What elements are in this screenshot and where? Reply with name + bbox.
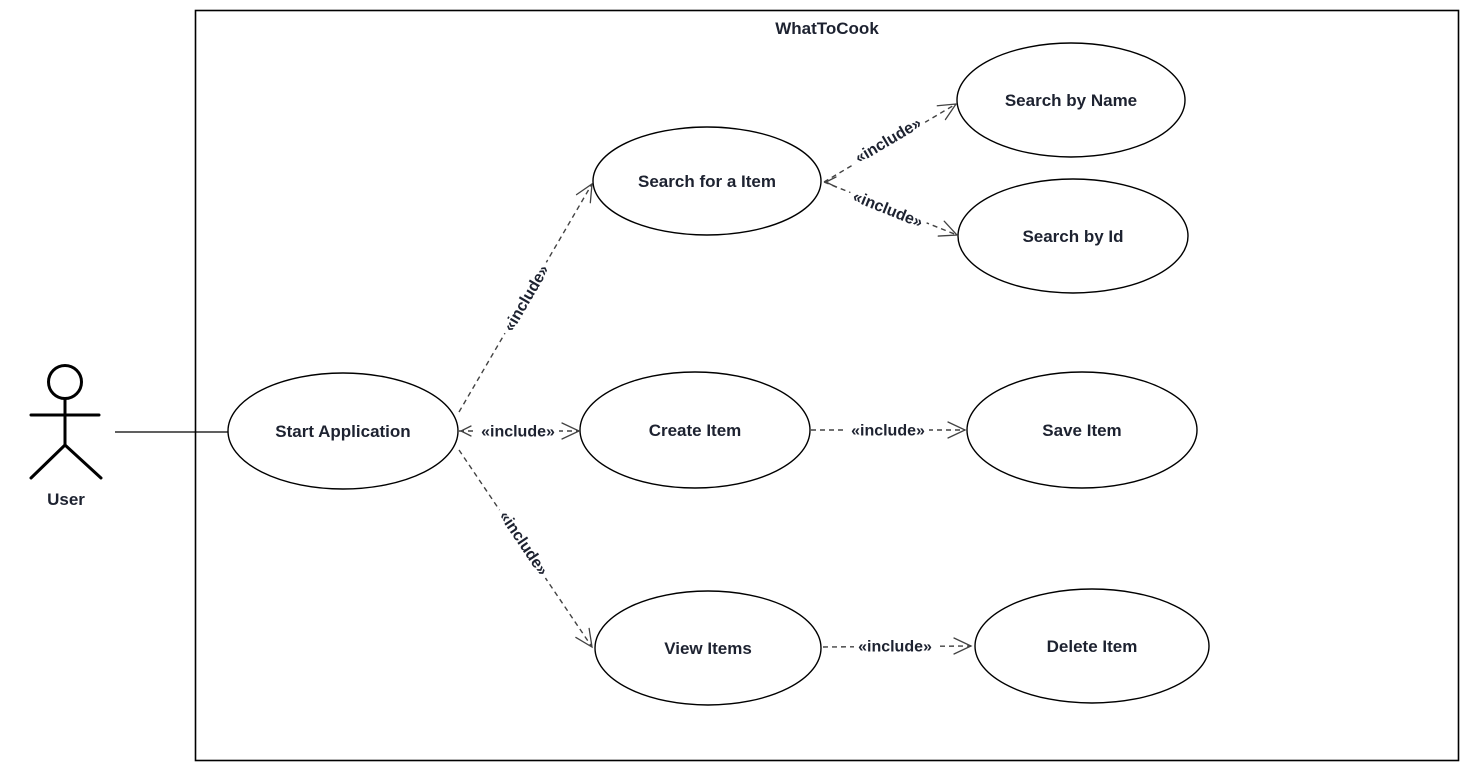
edge-label-bg xyxy=(854,636,936,656)
arrowhead-icon xyxy=(575,182,593,204)
usecase-label: Start Application xyxy=(275,422,410,441)
usecase-label: Search by Id xyxy=(1022,227,1123,246)
edge-label: «include» xyxy=(847,420,929,440)
usecase-ellipse xyxy=(594,590,822,706)
usecase-search-by-name: Search by Name xyxy=(956,42,1186,158)
usecase-label: Search for a Item xyxy=(638,172,776,191)
edge-label-bg xyxy=(492,503,556,583)
usecase-ellipse xyxy=(956,42,1186,158)
usecase-delete-item: Delete Item xyxy=(974,588,1210,704)
usecase-ellipse xyxy=(957,178,1189,294)
edge-line xyxy=(823,181,958,236)
usecase-label: Save Item xyxy=(1042,421,1121,440)
usecase-label: Search by Name xyxy=(1005,91,1137,110)
back-arrowhead-icon xyxy=(459,425,472,437)
usecase-ellipse xyxy=(227,372,459,490)
include-edge-view-items-delete-item: «include» xyxy=(822,636,973,656)
actor-head xyxy=(47,364,83,400)
usecase-ellipse xyxy=(592,126,822,236)
arrowhead-icon xyxy=(936,103,958,121)
edge-label: «include» xyxy=(854,636,936,656)
include-label: «include» xyxy=(481,424,555,441)
usecase-save-item: Save Item xyxy=(966,371,1198,489)
actor-left-leg xyxy=(29,443,67,480)
edge-label: «include» xyxy=(477,421,559,441)
arrowhead-icon xyxy=(575,627,593,649)
include-edge-create-item-save-item: «include» xyxy=(811,420,967,440)
usecase-label: Delete Item xyxy=(1047,637,1138,656)
system-title: WhatToCook xyxy=(775,19,879,38)
actor-label: User xyxy=(47,490,85,509)
actor-right-leg xyxy=(63,443,103,480)
edge-label-bg xyxy=(496,257,556,339)
actor-user: User xyxy=(29,364,103,509)
include-edge-start-application-create-item: «include» xyxy=(459,421,581,441)
usecase-label: View Items xyxy=(664,639,752,658)
usecase-label: Create Item xyxy=(649,421,742,440)
edge-label-bg xyxy=(847,110,929,170)
edge-label-bg xyxy=(477,421,559,441)
usecase-ellipse xyxy=(579,371,811,489)
include-label: «include» xyxy=(858,639,932,656)
arrowhead-icon xyxy=(947,421,967,439)
arrowhead-icon xyxy=(561,422,581,440)
usecase-view-items: View Items xyxy=(594,590,822,706)
usecase-ellipse xyxy=(966,371,1198,489)
usecase-create-item: Create Item xyxy=(579,371,811,489)
usecase-start-application: Start Application xyxy=(227,372,459,490)
edge-label-bg xyxy=(847,420,929,440)
usecase-search-by-id: Search by Id xyxy=(957,178,1189,294)
arrowhead-icon xyxy=(953,637,973,655)
arrowhead-icon xyxy=(937,220,959,237)
edge-label-bg xyxy=(846,184,930,234)
edge-line xyxy=(458,183,593,413)
usecase-search-for-a-item: Search for a Item xyxy=(592,126,822,236)
usecase-ellipse xyxy=(974,588,1210,704)
include-label: «include» xyxy=(851,423,925,440)
